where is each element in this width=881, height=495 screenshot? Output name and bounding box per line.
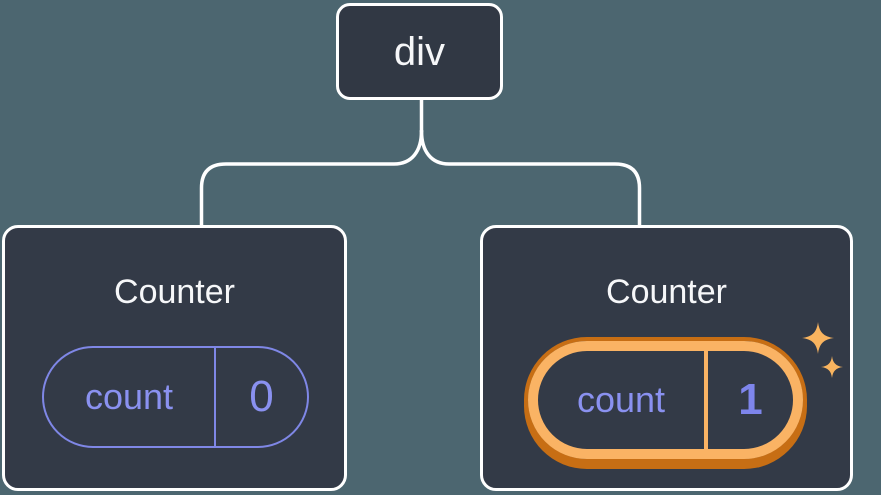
root-node: div — [336, 3, 503, 100]
sparkle-icon — [821, 356, 843, 378]
state-pill-value-cell: 0 — [216, 348, 307, 446]
state-pill-value-cell: 1 — [708, 351, 793, 449]
component-title: Counter — [606, 273, 727, 311]
state-pill-highlighted: count 1 — [528, 341, 803, 459]
state-label: count — [576, 379, 666, 420]
counter-node-right: Counter count 1 — [480, 225, 853, 491]
state-label: count — [84, 376, 174, 417]
component-title: Counter — [114, 273, 235, 311]
connector-branch-right — [419, 129, 642, 228]
state-pill-label-cell: count — [538, 351, 708, 449]
state-pill-label-cell: count — [44, 348, 216, 446]
state-pill: count 0 — [42, 346, 309, 448]
sparkle-icon — [802, 322, 834, 354]
root-node-label: div — [393, 29, 446, 74]
state-value: 1 — [738, 375, 763, 424]
state-value: 0 — [249, 372, 274, 421]
counter-node-left: Counter count 0 — [2, 225, 347, 491]
connector-branch-left — [199, 129, 424, 228]
